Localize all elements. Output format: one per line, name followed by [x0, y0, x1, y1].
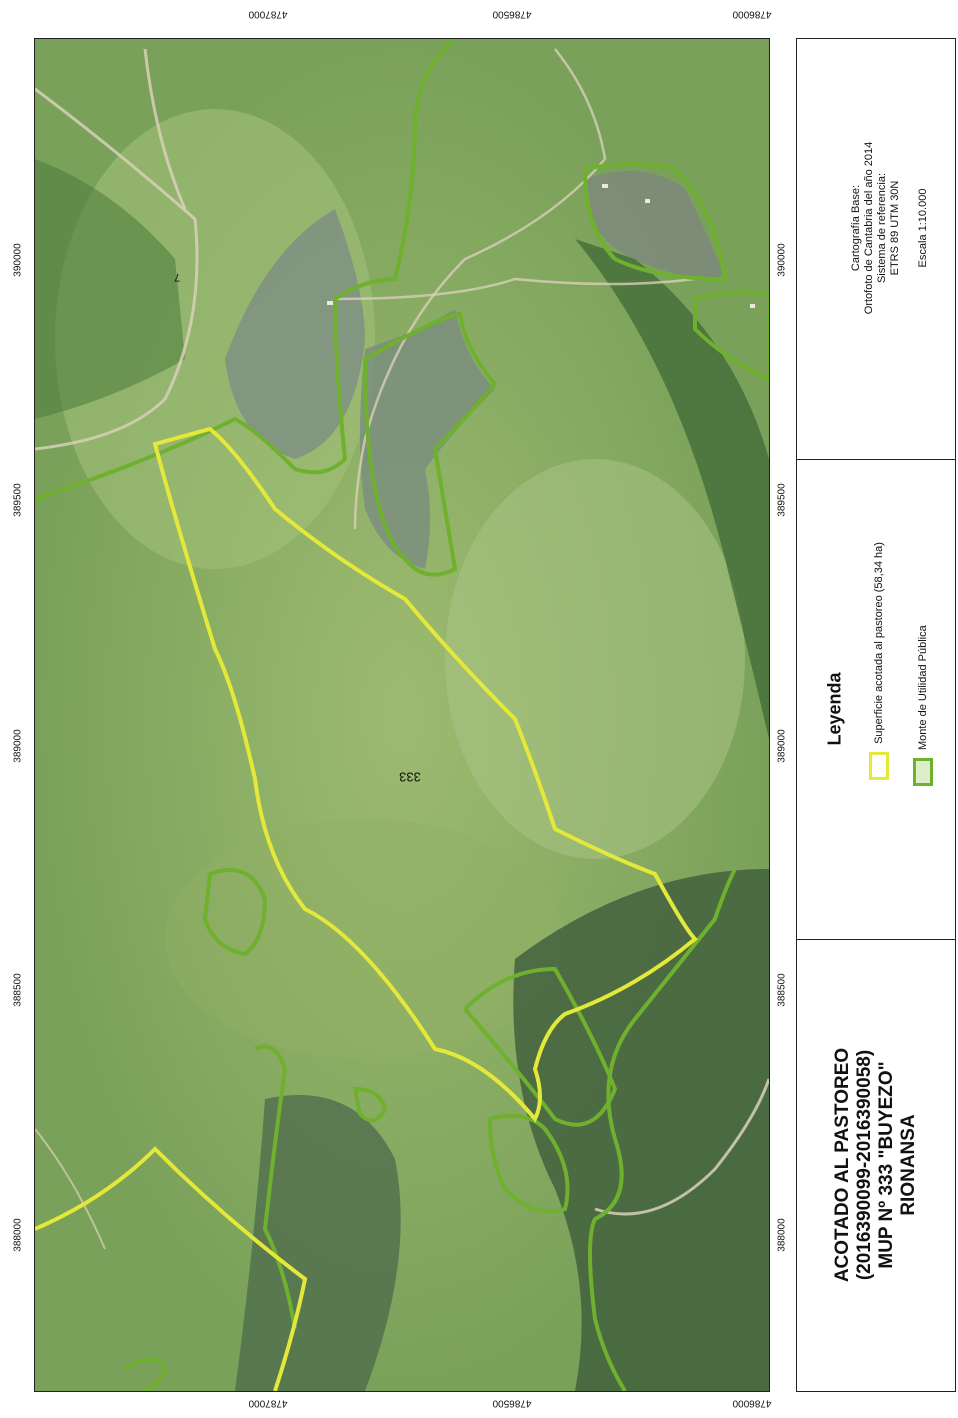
- legend-item-grazing: Superficie acotada al pastoreo (58,34 ha…: [869, 541, 890, 780]
- legend-heading: Leyenda: [824, 672, 845, 746]
- title-line-2: (2016390099-2016390058): [854, 1049, 875, 1281]
- map-title: ACOTADO AL PASTOREO (2016390099-20163900…: [832, 1048, 920, 1282]
- right-tick: 389000: [776, 729, 788, 763]
- scale-label: Escala 1:10.000: [917, 188, 930, 268]
- source-line-4: ETRS 89 UTM 30N: [889, 180, 901, 276]
- legend-item-label: Superficie acotada al pastoreo (58,34 ha…: [873, 541, 886, 744]
- map-frame[interactable]: 333 7: [34, 38, 770, 1392]
- left-tick: 389000: [12, 729, 24, 763]
- right-tick: 388500: [776, 973, 788, 1007]
- left-tick: 390000: [12, 243, 24, 277]
- forest-area: [235, 1095, 401, 1391]
- green-filled-swatch: [913, 757, 934, 786]
- grazing-area-boundary: [35, 426, 698, 1391]
- forest-area: [513, 869, 769, 1391]
- yellow-outline-swatch: [869, 751, 890, 780]
- left-tick: 389500: [12, 483, 24, 517]
- source-line-2: Ortofoto de Cantabria del año 2014: [863, 141, 875, 315]
- left-tick: 388000: [12, 1218, 24, 1252]
- aerial-orthophoto: [35, 39, 769, 1391]
- source-line-3: Sistema de referencia:: [876, 172, 888, 284]
- title-block: ACOTADO AL PASTOREO (2016390099-20163900…: [797, 939, 955, 1391]
- title-line-4: RIONANSA: [898, 1114, 919, 1216]
- forest-area: [575, 239, 769, 739]
- source-block: Cartografía Base: Ortofoto de Cantabria …: [797, 39, 955, 460]
- legend-item-mup: Monte de Utilidad Pública: [913, 536, 934, 786]
- bottom-tick: 4787000: [248, 1397, 288, 1409]
- top-tick: 4787000: [248, 8, 288, 20]
- top-tick: 4786500: [492, 8, 532, 20]
- legend-item-label: Monte de Utilidad Pública: [917, 624, 930, 750]
- plot-label-7: 7: [173, 271, 181, 283]
- plot-label-333: 333: [399, 769, 421, 785]
- legend-block: Leyenda Superficie acotada al pastoreo (…: [797, 459, 955, 940]
- bottom-tick: 4786500: [492, 1397, 532, 1409]
- right-tick: 388000: [776, 1218, 788, 1252]
- mup-boundary: [35, 39, 769, 1391]
- map-info-panel: Cartografía Base: Ortofoto de Cantabria …: [796, 38, 956, 1392]
- left-tick: 388500: [12, 973, 24, 1007]
- right-tick: 390000: [776, 243, 788, 277]
- right-tick: 389500: [776, 483, 788, 517]
- source-line-1: Cartografía Base:: [850, 184, 862, 272]
- top-tick: 4786000: [732, 8, 772, 20]
- bottom-tick: 4786000: [732, 1397, 772, 1409]
- title-line-3: MUP Nº 333 "BUYEZO": [876, 1061, 897, 1269]
- title-line-1: ACOTADO AL PASTOREO: [832, 1047, 853, 1283]
- source-text: Cartografía Base: Ortofoto de Cantabria …: [850, 142, 902, 314]
